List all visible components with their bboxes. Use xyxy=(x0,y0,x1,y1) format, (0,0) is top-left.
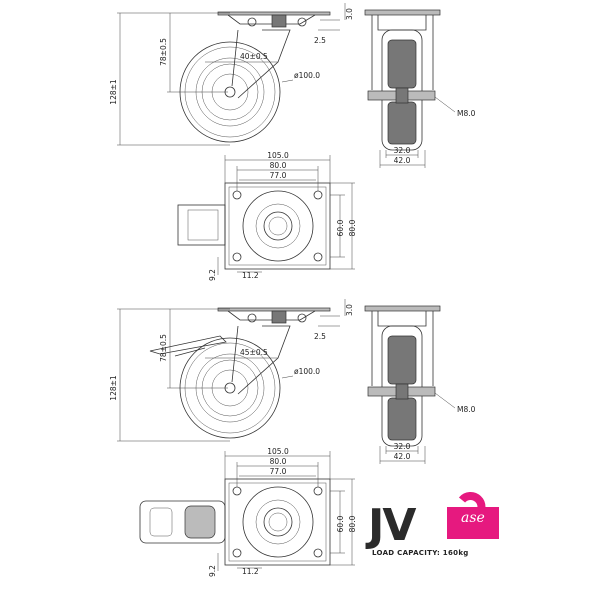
dim-height: 128±1 xyxy=(109,375,118,401)
dim-inner-x: 77.0 xyxy=(270,171,287,180)
dim-tread-width: 32.0 xyxy=(394,442,411,451)
dim-hole-diameter: 11.2 xyxy=(242,271,259,280)
dim-offset: 45±0.5 xyxy=(240,348,268,357)
dim-plate-width: 105.0 xyxy=(267,447,289,456)
dim-axle-height: 78±0.5 xyxy=(159,38,168,66)
dim-height: 128±1 xyxy=(109,79,118,105)
dim-hole-offset: 9.2 xyxy=(208,269,217,281)
dim-wheel-diameter: ø100.0 xyxy=(294,367,320,376)
dim-bolt: M8.0 xyxy=(457,109,476,118)
side-view: 128±1 78±0.5 40±0.5 ø100.0 3.0 2.5 xyxy=(109,3,354,146)
dim-hub-width: 42.0 xyxy=(394,452,411,461)
dim-plate-depth: 80.0 xyxy=(348,219,357,236)
dim-hole-spacing-x: 80.0 xyxy=(270,161,287,170)
plate-view: 105.0 80.0 77.0 60.0 80.0 9.2 11.2 xyxy=(177,151,357,281)
dim-offset: 40±0.5 xyxy=(240,52,268,61)
drawing_bottom-group: 128±1 78±0.5 45±0.5 ø100.0 3.0 2.5 32.0 … xyxy=(109,299,476,577)
dim-wheel-diameter: ø100.0 xyxy=(294,71,320,80)
dim-bolt: M8.0 xyxy=(457,405,476,414)
dim-tread-width: 32.0 xyxy=(394,146,411,155)
plate-view: 105.0 80.0 77.0 60.0 80.0 9.2 11.2 xyxy=(139,447,357,577)
side-view: 128±1 78±0.5 45±0.5 ø100.0 3.0 2.5 xyxy=(109,299,354,442)
front-view: 32.0 42.0 M8.0 xyxy=(364,9,476,168)
dim-inner-x: 77.0 xyxy=(270,467,287,476)
front-view: 32.0 42.0 M8.0 xyxy=(364,305,476,464)
drawing_top-group: 128±1 78±0.5 40±0.5 ø100.0 3.0 2.5 32.0 … xyxy=(109,3,476,281)
dim-hub-width: 42.0 xyxy=(394,156,411,165)
dim-plate-thickness: 3.0 xyxy=(345,8,354,20)
dim-hole-offset: 9.2 xyxy=(208,565,217,577)
dim-plate-width: 105.0 xyxy=(267,151,289,160)
dim-hole-spacing-y: 60.0 xyxy=(336,515,345,532)
dim-plate-depth: 80.0 xyxy=(348,515,357,532)
dim-hole-spacing-x: 80.0 xyxy=(270,457,287,466)
dim-hole-diameter: 11.2 xyxy=(242,567,259,576)
dim-gap: 2.5 xyxy=(314,36,326,45)
dim-hole-spacing-y: 60.0 xyxy=(336,219,345,236)
dim-axle-height: 78±0.5 xyxy=(159,334,168,362)
dim-plate-thickness: 3.0 xyxy=(345,304,354,316)
dim-gap: 2.5 xyxy=(314,332,326,341)
